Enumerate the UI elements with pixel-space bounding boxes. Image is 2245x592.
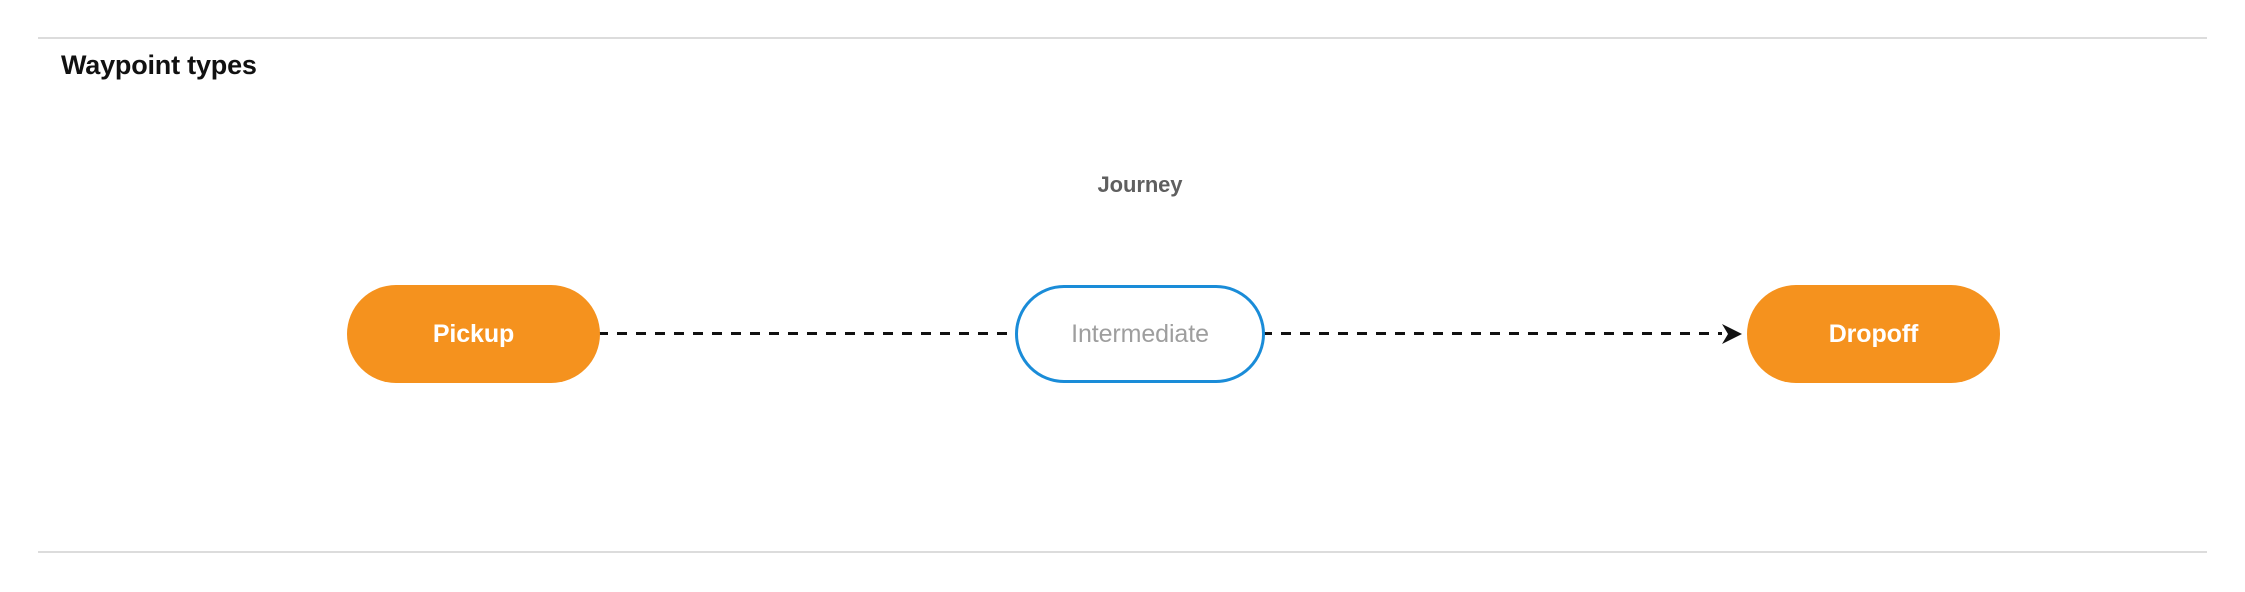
edge-intermediate-to-dropoff — [1262, 332, 1722, 335]
node-intermediate-label: Intermediate — [1071, 319, 1209, 348]
node-dropoff[interactable]: Dropoff — [1747, 285, 2000, 383]
node-pickup-label: Pickup — [432, 319, 515, 348]
node-pickup[interactable]: Pickup — [347, 285, 600, 383]
edge-pickup-to-intermediate — [598, 332, 1018, 335]
journey-diagram: Journey Pickup Intermediate Dropoff — [0, 100, 2245, 520]
journey-group-label: Journey — [1097, 172, 1183, 197]
divider-top — [38, 37, 2207, 39]
page-title: Waypoint types — [61, 50, 257, 80]
node-intermediate[interactable]: Intermediate — [1015, 285, 1265, 383]
node-dropoff-label: Dropoff — [1828, 319, 1919, 348]
arrow-head-icon — [1712, 316, 1748, 352]
divider-bottom — [38, 551, 2207, 553]
